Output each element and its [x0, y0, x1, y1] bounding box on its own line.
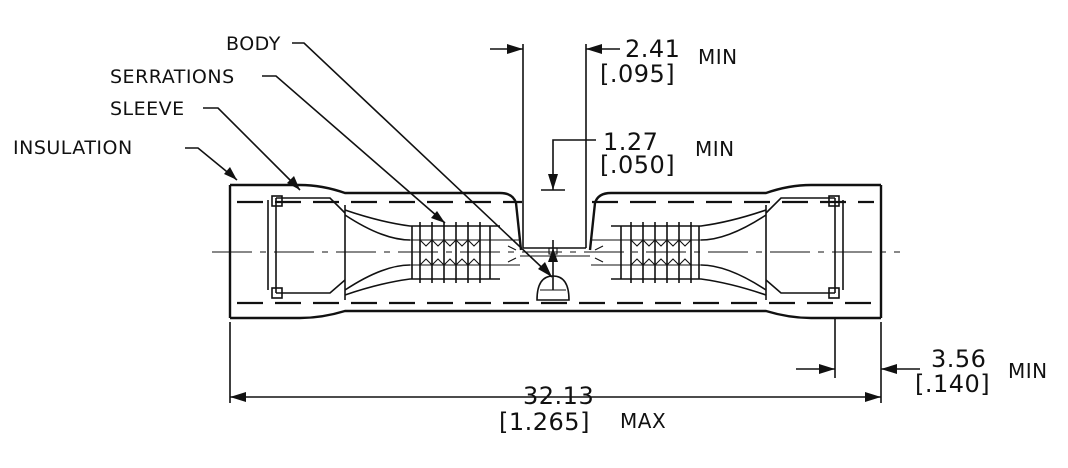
arrowhead-body — [538, 262, 552, 277]
end-length-metric: 3.56 — [931, 345, 986, 373]
top-gap-qualifier: MIN — [698, 45, 738, 69]
leader-lines — [185, 42, 553, 278]
sleeve — [267, 195, 844, 299]
label-serrations: SERRATIONS — [110, 66, 235, 88]
top-gap-metric: 2.41 — [625, 35, 680, 63]
dimension-inner-gap: 1.27 [.050] MIN — [541, 128, 735, 262]
label-insulation: INSULATION — [13, 137, 133, 159]
end-length-imperial: [.140] — [915, 370, 990, 398]
arrowhead-serrations — [431, 211, 445, 223]
arrowhead-insulation — [224, 167, 237, 180]
top-gap-imperial: [.095] — [600, 60, 675, 88]
serrations-left — [411, 222, 491, 283]
arrowhead-sleeve — [287, 176, 300, 190]
dimension-overall-length: 32.13 [1.265] MAX — [229, 322, 881, 436]
overall-length-imperial: [1.265] — [499, 408, 590, 436]
leader-arrowheads — [224, 167, 552, 277]
overall-length-metric: 32.13 — [523, 382, 594, 410]
leader-body — [292, 42, 553, 278]
leader-sleeve — [203, 107, 301, 191]
leader-insulation — [185, 147, 238, 181]
label-sleeve: SLEEVE — [110, 98, 185, 120]
hidden-lines — [237, 200, 874, 305]
label-body: BODY — [226, 33, 281, 55]
inner-gap-qualifier: MIN — [695, 137, 735, 161]
overall-length-qualifier: MAX — [620, 409, 666, 433]
end-length-qualifier: MIN — [1008, 359, 1048, 383]
body-barrel — [344, 205, 767, 300]
inner-gap-metric: 1.27 — [603, 128, 658, 156]
leader-serrations — [262, 75, 446, 224]
serrations-right — [620, 222, 700, 283]
dimension-end-length: 3.56 [.140] MIN — [796, 318, 1048, 403]
inner-gap-imperial: [.050] — [600, 151, 675, 179]
dimension-top-gap: 2.41 [.095] MIN — [490, 35, 738, 88]
